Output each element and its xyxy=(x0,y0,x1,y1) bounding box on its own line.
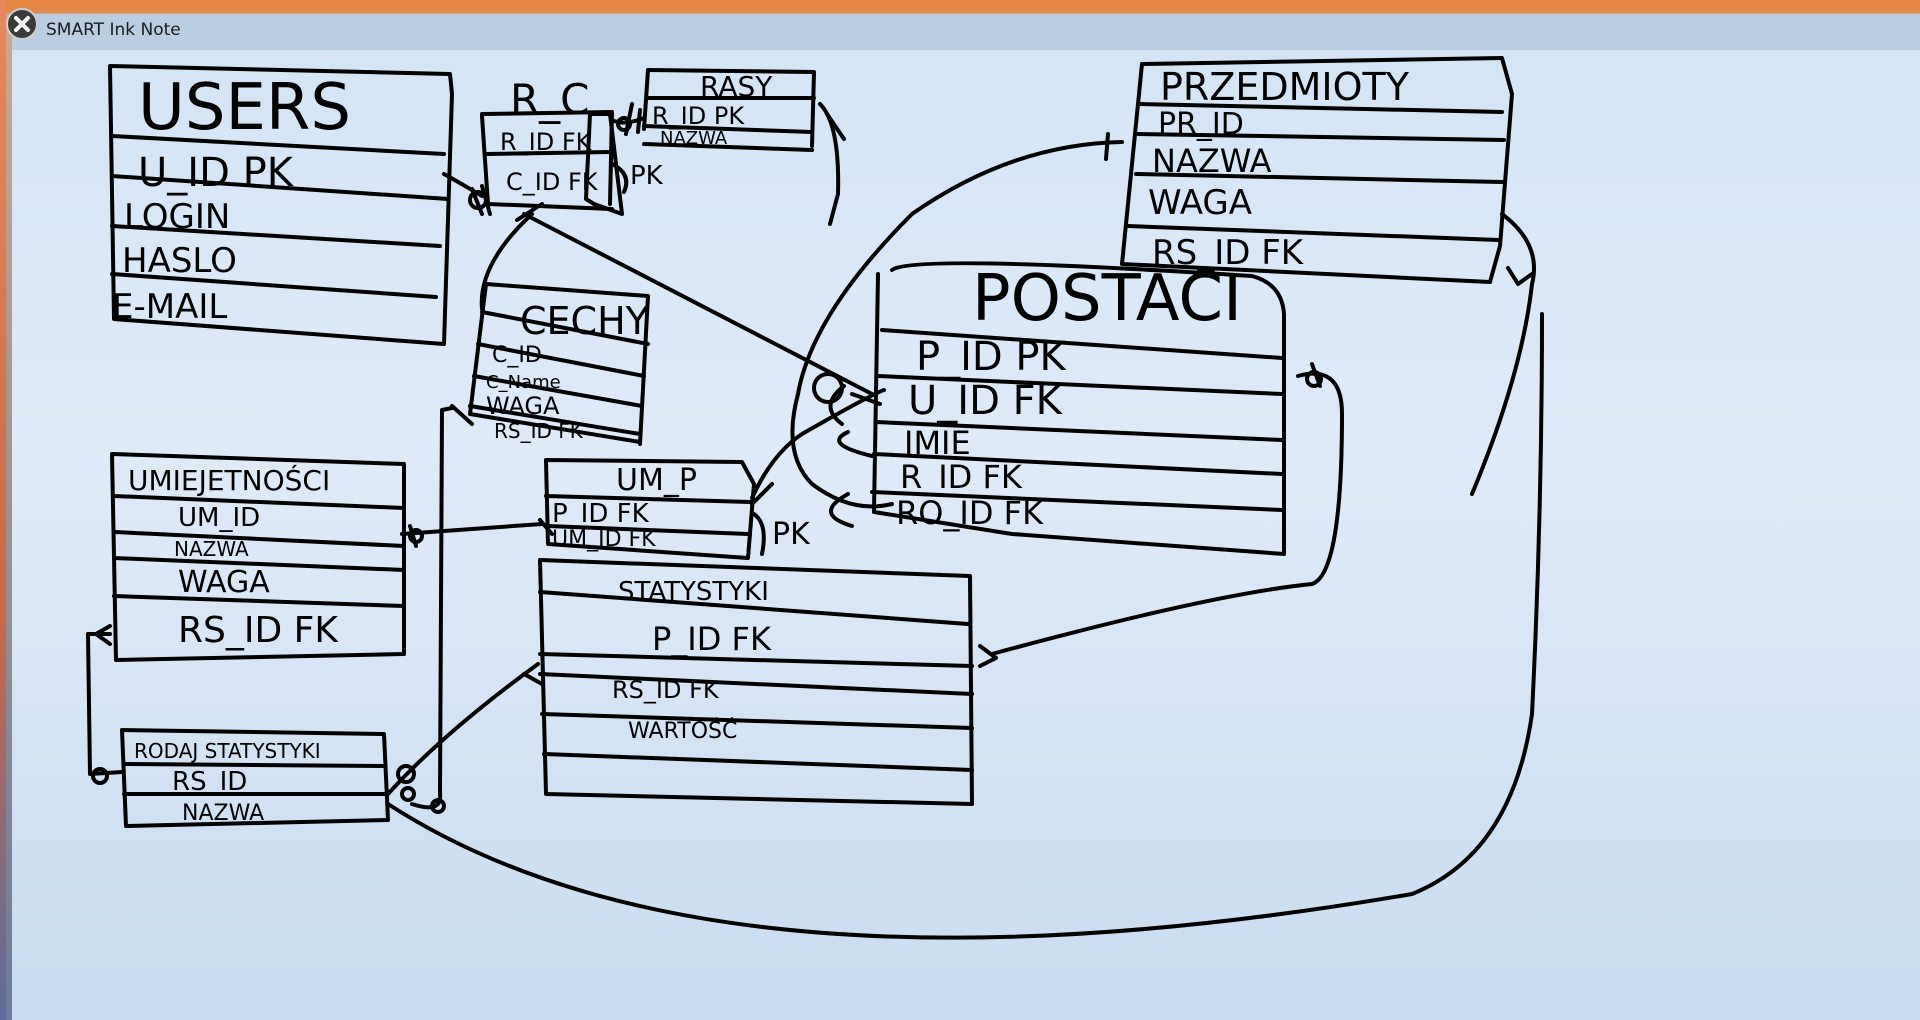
r-c-field-1: R_ID FK xyxy=(500,128,593,156)
postaci-field-1: P_ID PK xyxy=(916,334,1068,380)
przedmioty-table-outline xyxy=(1120,56,1514,284)
users-field-4: E-MAIL xyxy=(112,287,227,327)
relationship-markers xyxy=(91,116,1323,814)
users-table-outline xyxy=(108,64,454,346)
rodaj-statystyki-field-1: RS_ID xyxy=(172,767,247,797)
statystyki-field-1: P_ID FK xyxy=(652,620,772,658)
um-p-table-name: UM_P xyxy=(616,463,697,498)
desktop-edge xyxy=(0,0,6,1020)
um-p-field-1: P_ID FK xyxy=(552,499,650,529)
rasy-field-1: R_ID PK xyxy=(652,102,745,130)
rodaj-statystyki-field-2: NAZWA xyxy=(182,801,264,826)
um-p-field-2: UM_ID FK xyxy=(552,527,656,552)
statystyki-table-outline xyxy=(538,558,974,806)
postaci-table-name: POSTACI xyxy=(972,262,1242,336)
postaci-field-3: IMIE xyxy=(904,424,971,462)
relation-rc-label: R_C xyxy=(510,75,590,124)
przedmioty-field-1: PR_ID xyxy=(1158,107,1244,142)
r-c-table-outline xyxy=(480,110,624,216)
przedmioty-field-2: NAZWA xyxy=(1152,142,1272,180)
umiejetnosci-field-1: UM_ID xyxy=(178,503,260,533)
rodaj-statystyki-table-name: RODAJ STATYSTYKI xyxy=(134,739,321,763)
przedmioty-field-3: WAGA xyxy=(1148,183,1252,223)
postaci-field-2: U_ID FK xyxy=(908,378,1064,424)
cechy-field-2: C_Name xyxy=(486,372,561,393)
umiejetnosci-field-3: WAGA xyxy=(178,565,270,600)
postaci-field-5: RO_ID FK xyxy=(896,494,1044,532)
r-c-field-2: C_ID FK xyxy=(506,168,599,196)
umiejetnosci-table-name: UMIEJETNOŚCI xyxy=(128,463,330,497)
umiejetnosci-table-outline xyxy=(110,452,406,662)
postaci-field-4: R_ID FK xyxy=(900,458,1023,496)
title-bar[interactable]: SMART Ink Note xyxy=(12,14,1920,50)
rasy-field-2: NAZWA xyxy=(660,128,728,149)
postaci-table-outline xyxy=(870,261,1286,556)
przedmioty-field-4: RS_ID FK xyxy=(1152,233,1305,273)
cechy-field-4: RS_ID FK xyxy=(494,419,584,443)
relationship-lines xyxy=(86,102,1544,940)
ink-canvas[interactable]: R_C PK PK USERS U_ID PK LOGIN HASLO E-MA… xyxy=(12,14,1920,1020)
cechy-field-3: WAGA xyxy=(486,392,560,420)
umiejetnosci-field-4: RS_ID FK xyxy=(178,610,339,651)
users-field-2: LOGIN xyxy=(124,197,230,237)
statystyki-field-2: RS_ID FK xyxy=(612,676,720,704)
users-field-1: U_ID PK xyxy=(138,150,295,196)
window-title: SMART Ink Note xyxy=(46,20,181,40)
rodaj-statystyki-table-outline xyxy=(120,728,390,828)
pk-mark-um-p: PK xyxy=(772,517,811,552)
cechy-field-1: C_ID xyxy=(492,343,542,368)
users-field-3: HASLO xyxy=(122,241,237,281)
close-icon xyxy=(14,16,30,32)
rasy-table-name: RASY xyxy=(700,70,773,103)
users-table-name: USERS xyxy=(138,71,351,145)
statystyki-table-name: STATYSTYKI xyxy=(618,577,769,607)
cechy-table-outline xyxy=(468,282,650,446)
close-button[interactable] xyxy=(6,8,38,40)
ink-note-window: SMART Ink Note xyxy=(6,8,1920,1020)
pk-mark-rc: PK xyxy=(630,161,664,191)
cechy-table-name: CECHY xyxy=(520,299,650,343)
statystyki-field-3: WARTOŚĆ xyxy=(628,718,737,744)
przedmioty-table-name: PRZEDMIOTY xyxy=(1160,65,1410,109)
umiejetnosci-field-2: NAZWA xyxy=(174,537,249,561)
